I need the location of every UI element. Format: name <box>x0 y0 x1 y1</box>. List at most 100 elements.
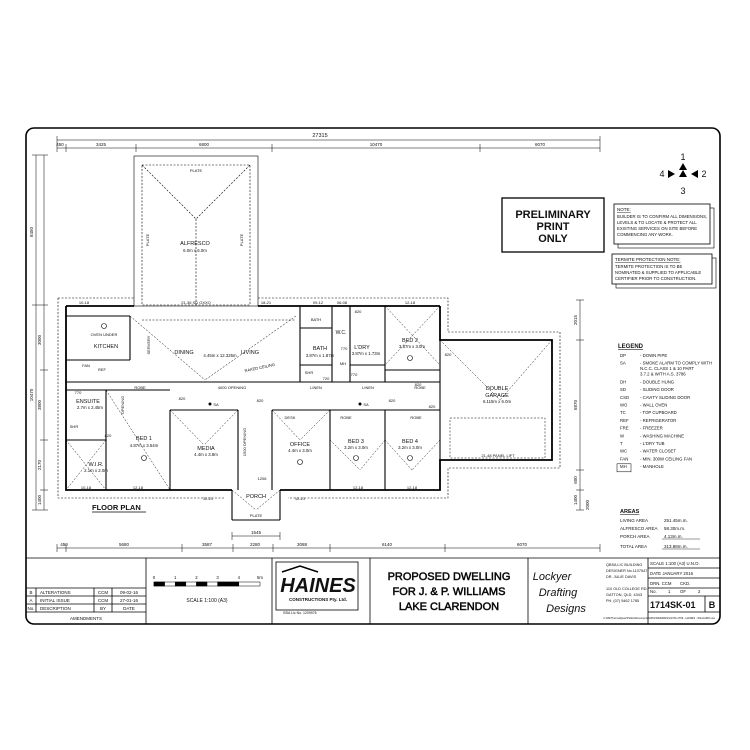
legend-desc: - L'DRY TUB <box>640 441 665 446</box>
robe-kitchen: ROBE <box>134 385 146 390</box>
room-ensuite: ENSUITE <box>76 399 100 405</box>
mh-label: MH <box>340 361 346 366</box>
door-820-d: 820 <box>445 352 452 357</box>
win-09-12: 09-12 <box>313 300 324 305</box>
legend-code: WC <box>620 449 627 454</box>
rev-date: 27-01-16 <box>120 598 139 603</box>
drafting-line-2: Drafting <box>539 587 578 599</box>
opening-vertical: OPENING <box>120 396 125 414</box>
opening-4000: 4000 OPENING <box>218 385 246 390</box>
dim-right-4: 1400 <box>573 494 578 505</box>
shr-label: SHR <box>305 370 314 375</box>
scale-tick: 4 <box>238 575 241 580</box>
garage-panel-lift <box>449 417 546 459</box>
drafter-line: QBSA LIC BUILDING <box>606 563 642 567</box>
dim-bottom-4: 2280 <box>250 542 261 547</box>
dim-top-3: 6800 <box>199 142 210 147</box>
sheet-border <box>25 127 721 625</box>
termite-box <box>611 253 713 285</box>
room-office: OFFICE <box>290 442 310 448</box>
sa-2: SA <box>363 402 369 407</box>
dim-top-2: 3425 <box>96 142 107 147</box>
dim-left-4: 3800 <box>37 399 42 410</box>
floor-plan-title: FLOOR PLAN <box>92 503 141 512</box>
legend-code: CSD <box>620 395 629 400</box>
legend-desc: - CAVITY SLIDING DOOR <box>640 395 690 400</box>
legend-code: FRE <box>620 426 629 431</box>
of-label: OF <box>680 589 686 594</box>
alfresco-plate-left: PLATE <box>145 233 150 246</box>
drafter-line: 110 OLD COLLEGE RD. <box>606 587 648 591</box>
dim-top-1: 450 <box>56 142 64 147</box>
area-value: 58.30m.m. <box>664 526 685 531</box>
dim-left-6: 1400 <box>37 494 42 505</box>
bed4-size: 3.2m x 3.0m <box>398 445 422 450</box>
note-line-2: LEVELS & TO LOCATE & PROTECT ALL <box>617 220 697 225</box>
dim-total-top: 27315 <box>312 133 327 139</box>
win-12-18-bed3: 12-18 <box>353 485 364 490</box>
dim-left-2: 3000 <box>37 334 42 345</box>
bed2-size: 3.87m x 3.0m <box>399 344 425 349</box>
dim-bottom-2: 5680 <box>119 542 130 547</box>
scale-tick: 1 <box>174 575 177 580</box>
rev-desc: ALTERATIONS <box>40 590 71 595</box>
legend-heading: LEGEND <box>618 344 644 350</box>
door-770-b: 770 <box>341 346 348 351</box>
right-dimensions <box>576 299 584 511</box>
no-label: No. <box>650 589 657 594</box>
area-value: 4.13m.m. <box>664 534 683 539</box>
termite-line-2: NOMINATED & SUPPLIED TO APPLICABLE <box>615 270 701 275</box>
legend-desc: - DOWN PIPE <box>640 353 667 358</box>
opening-1500: 1500 OPENING <box>242 428 247 456</box>
title-block-frame <box>26 557 720 624</box>
room-kitchen: KITCHEN <box>94 344 118 350</box>
room-porch: PORCH <box>246 494 266 500</box>
legend-desc: - MANHOLE <box>640 464 664 469</box>
porch-plate: PLATE <box>250 513 263 518</box>
dim-left-3: 10470 <box>29 388 34 401</box>
note-line-3: EXISTING SERVICES ON SITE BEFORE <box>617 226 697 231</box>
legend-desc: 3.7.2 & WITH A.S. 3786 <box>640 372 686 377</box>
door-820-a: 820 <box>355 309 362 314</box>
bottom-dimensions <box>56 532 601 552</box>
alfresco-plate-right: PLATE <box>239 233 244 246</box>
legend-code: MH <box>620 464 627 469</box>
wir-size: 2.1m x 2.0m <box>84 468 108 473</box>
legend-desc: - WATER CLOSET <box>640 449 676 454</box>
room-garage-2: GARAGE <box>485 393 509 399</box>
note-box <box>613 203 711 245</box>
legend-code: SD <box>620 387 626 392</box>
rev-no: B <box>29 590 32 595</box>
note-line-4: COMMENCING ANY WORK. <box>617 232 673 237</box>
scale-label: SCALE 1:100 (A3) <box>186 598 227 604</box>
dim-right-5: 2000 <box>585 499 590 510</box>
panel-lift-label: 21-48 PANEL LIFT <box>481 453 515 458</box>
legend-desc: - WALL OVEN <box>640 403 667 408</box>
manhole-symbol <box>616 463 632 473</box>
area-name: TOTAL AREA <box>620 544 647 549</box>
legend-desc: - MIN. 300W CEILING FAN <box>640 456 692 461</box>
sa-1: SA <box>213 402 219 407</box>
kitchen-oven-under: OVEN UNDER <box>91 332 118 337</box>
scale-bar <box>153 581 261 587</box>
room-media: MEDIA <box>197 446 215 452</box>
door-820-f: 820 <box>389 398 396 403</box>
linen-2: LINEN <box>362 385 374 390</box>
room-wc: W.C. <box>336 330 347 336</box>
preliminary-box <box>501 197 605 253</box>
scale-tick: 5m <box>257 575 263 580</box>
note-heading: NOTE: <box>617 207 631 212</box>
door-770-c: 770 <box>351 372 358 377</box>
legend-desc: - REFRIGERATOR <box>640 418 676 423</box>
win-alfresco-sd: 21-36 SD OXXO <box>181 300 211 305</box>
bed1-size: 4.87m x 3.54m <box>130 443 159 448</box>
legend-desc: N.C.C. CLASS 1 & 10 PART <box>640 366 694 371</box>
termite-heading: TERMITE PROTECTION NOTE: <box>615 257 681 262</box>
door-820-g: 820 <box>257 398 264 403</box>
legend-desc: - WASHING MACHINE <box>640 433 684 438</box>
project-line-1: PROPOSED DWELLING <box>388 571 511 583</box>
dim-bottom-3: 3587 <box>202 542 213 547</box>
area-name: PORCH AREA <box>620 534 650 539</box>
legend-desc: - TOP CUPBOARD <box>640 410 677 415</box>
